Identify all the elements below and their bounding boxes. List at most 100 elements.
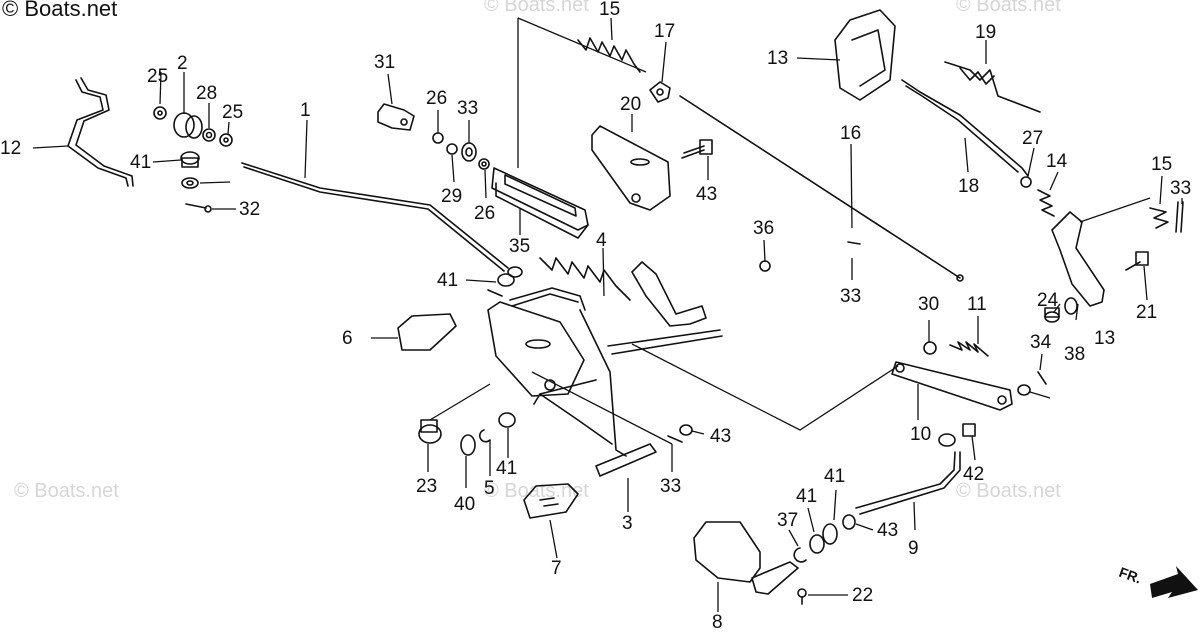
part-36-link[interactable]	[491, 167, 589, 239]
part-9-shaft[interactable]	[855, 433, 961, 515]
part-24-bushing-lower[interactable]	[418, 419, 442, 444]
callout-9: 9	[908, 538, 919, 559]
callout-25: 25	[222, 102, 243, 123]
callout-41: 41	[130, 152, 151, 173]
part-25-nut-left[interactable]	[153, 106, 167, 120]
part-39-washer[interactable]	[1064, 297, 1078, 315]
callout-28: 28	[196, 83, 217, 104]
watermark: © Boats.net	[14, 480, 119, 502]
part-43-washer-right[interactable]	[1017, 384, 1031, 396]
part-41-bushing-right[interactable]	[962, 423, 976, 437]
part-31-clip[interactable]	[377, 103, 415, 131]
part-35-pin[interactable]	[1037, 371, 1047, 385]
part-17-rod[interactable]	[679, 95, 964, 282]
part-pedal-arm[interactable]	[631, 261, 707, 327]
part-28-washer[interactable]	[202, 128, 216, 142]
callout-41: 42	[963, 464, 984, 485]
callout-26: 26	[474, 203, 495, 224]
part-41-bushing-center[interactable]	[497, 273, 515, 287]
part-12-rod[interactable]	[67, 77, 134, 187]
part-6-pad[interactable]	[397, 313, 457, 351]
part-2-clamp[interactable]	[173, 112, 203, 139]
part-21-plate[interactable]	[591, 125, 671, 211]
copyright-label: © Boats.net	[2, 0, 118, 21]
part-22-bolt[interactable]	[1125, 251, 1149, 271]
callout-39: 38	[1064, 344, 1085, 365]
part-1-rod[interactable]	[241, 162, 523, 278]
front-direction-arrow	[1150, 566, 1198, 598]
part-34-washer[interactable]	[461, 142, 477, 162]
part-32-pin[interactable]	[1175, 201, 1184, 233]
part-43-washer-lower[interactable]	[842, 514, 856, 530]
callout-29: 29	[441, 186, 462, 207]
callout-22: 21	[1136, 302, 1157, 323]
part-3-frame[interactable]	[509, 287, 723, 477]
callout-25: 25	[147, 66, 168, 87]
callout-41: 41	[796, 486, 817, 507]
part-7-block[interactable]	[523, 483, 579, 519]
callout-33: 33	[840, 286, 861, 307]
part-13-bracket[interactable]	[834, 9, 896, 101]
part-5-clip[interactable]	[478, 429, 491, 443]
part-19-rod[interactable]	[901, 79, 1029, 177]
callout-40: 40	[454, 494, 475, 515]
callout-21: 20	[620, 94, 641, 115]
callout-15: 14	[1046, 151, 1068, 172]
callout-15: 15	[1151, 154, 1172, 175]
part-23-bolt[interactable]	[797, 588, 807, 605]
part-40-bushing-b[interactable]	[498, 412, 516, 428]
part-18-nut[interactable]	[649, 81, 671, 103]
part-41-bushing-left[interactable]	[180, 151, 200, 168]
callout-2: 2	[177, 53, 188, 74]
callout-17: 16	[840, 123, 861, 144]
part-40-bushing-a[interactable]	[460, 434, 476, 456]
callout-38: 37	[777, 510, 798, 531]
part-43-washer-center[interactable]	[679, 424, 693, 436]
part-33-pin-mid[interactable]	[847, 241, 861, 245]
part-33-pin-lower[interactable]	[667, 435, 683, 443]
part-25-nut-right[interactable]	[219, 133, 233, 147]
part-side-plate[interactable]	[487, 301, 585, 397]
callout-41: 41	[824, 466, 845, 487]
part-41-bushing-lower-b[interactable]	[809, 534, 825, 554]
part-14-bracket[interactable]	[1051, 211, 1105, 307]
direction-label: FR.	[1117, 564, 1144, 587]
callout-41: 41	[437, 270, 458, 291]
callout-3: 3	[622, 513, 633, 534]
part-38-clip[interactable]	[793, 547, 807, 563]
part-10-arm[interactable]	[891, 361, 1013, 411]
callout-23: 22	[852, 585, 873, 606]
part-42-bolt[interactable]	[681, 139, 713, 159]
callout-31: 31	[374, 52, 395, 73]
part-43-washer-left[interactable]	[181, 177, 199, 189]
callout-1: 1	[300, 100, 311, 121]
callout-18: 17	[654, 21, 675, 42]
part-27-washer[interactable]	[1020, 176, 1032, 188]
callout-7: 7	[551, 558, 562, 579]
part-26-nut-b[interactable]	[478, 158, 490, 170]
part-29-collar[interactable]	[446, 143, 458, 155]
part-33-pin-left[interactable]	[185, 203, 212, 213]
part-11-spring[interactable]	[949, 341, 989, 357]
part-41-bushing-lower-a[interactable]	[822, 523, 838, 545]
callout-10: 10	[910, 424, 931, 445]
part-26-nut-a[interactable]	[432, 132, 444, 144]
part-4-spring[interactable]	[539, 257, 631, 301]
part-15-spring-a[interactable]	[1037, 189, 1055, 217]
callout-33: 33	[660, 476, 681, 497]
callout-30: 30	[918, 294, 939, 315]
part-15-spring-b[interactable]	[1149, 207, 1169, 229]
callout-33: 32	[239, 199, 260, 220]
part-37-nut[interactable]	[759, 260, 771, 272]
part-16-spring[interactable]	[577, 37, 641, 73]
part-30-washer[interactable]	[923, 341, 937, 355]
part-24-nut-right[interactable]	[1044, 307, 1060, 323]
callout-35: 34	[1030, 332, 1052, 353]
callout-24: 24	[1037, 290, 1059, 311]
part-8-pedal[interactable]	[693, 521, 799, 595]
watermark: © Boats.net	[484, 0, 589, 16]
callout-37: 36	[753, 218, 774, 239]
part-20-spring[interactable]	[944, 61, 1041, 113]
callout-27: 27	[1022, 128, 1043, 149]
part-33-pin-center[interactable]	[487, 289, 503, 297]
